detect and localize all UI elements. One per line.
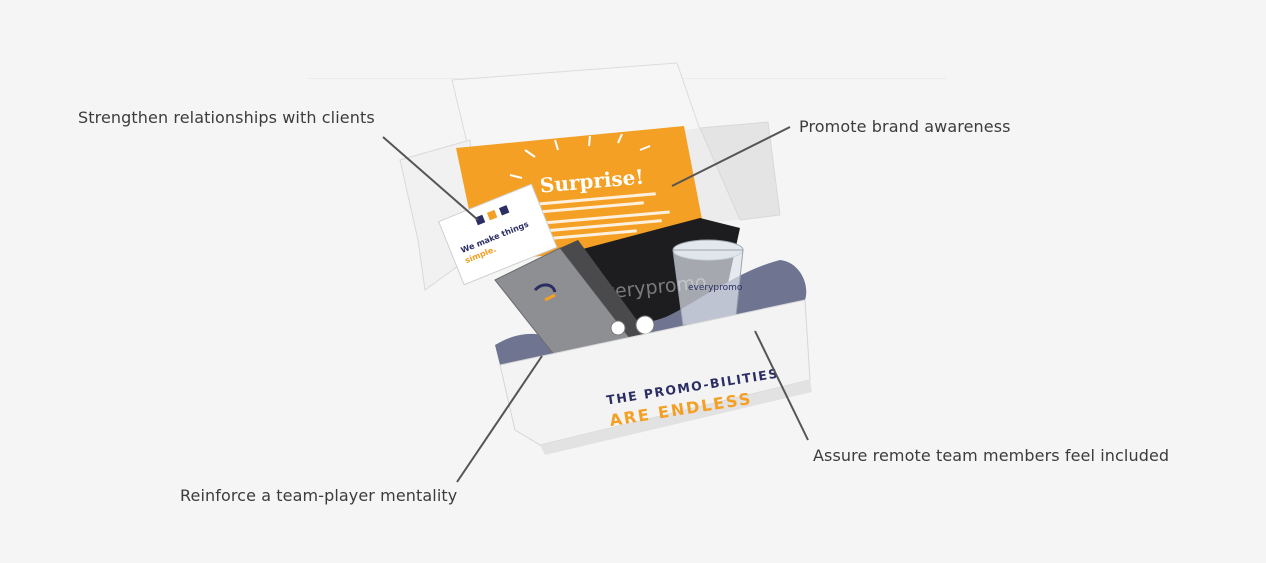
callout-brand-awareness: Promote brand awareness (799, 117, 1011, 136)
insert-fine-print (520, 192, 670, 241)
business-card: We make things simple. (438, 183, 558, 286)
insert-rays (509, 133, 651, 179)
callout-team-player: Reinforce a team-player mentality (180, 486, 458, 505)
callout-remote-team: Assure remote team members feel included (813, 446, 1170, 465)
box-right-flap (699, 121, 781, 221)
notebook-logo-icon (533, 283, 557, 293)
promo-pin-2 (610, 320, 626, 336)
callout-leader-lines (382, 126, 809, 483)
leader-brand (671, 126, 791, 187)
leader-team (456, 355, 543, 483)
leader-relationships (382, 136, 479, 221)
callout-relationships: Strengthen relationships with clients (78, 108, 375, 127)
leader-remote (754, 330, 809, 441)
cup-logo: everypromo (688, 283, 743, 293)
box-front-shade (540, 380, 812, 455)
notebook-strap (560, 240, 650, 345)
notebook-logo-accent (544, 293, 556, 302)
promo-pin (635, 315, 655, 335)
clear-cup: everypromo (672, 239, 744, 326)
